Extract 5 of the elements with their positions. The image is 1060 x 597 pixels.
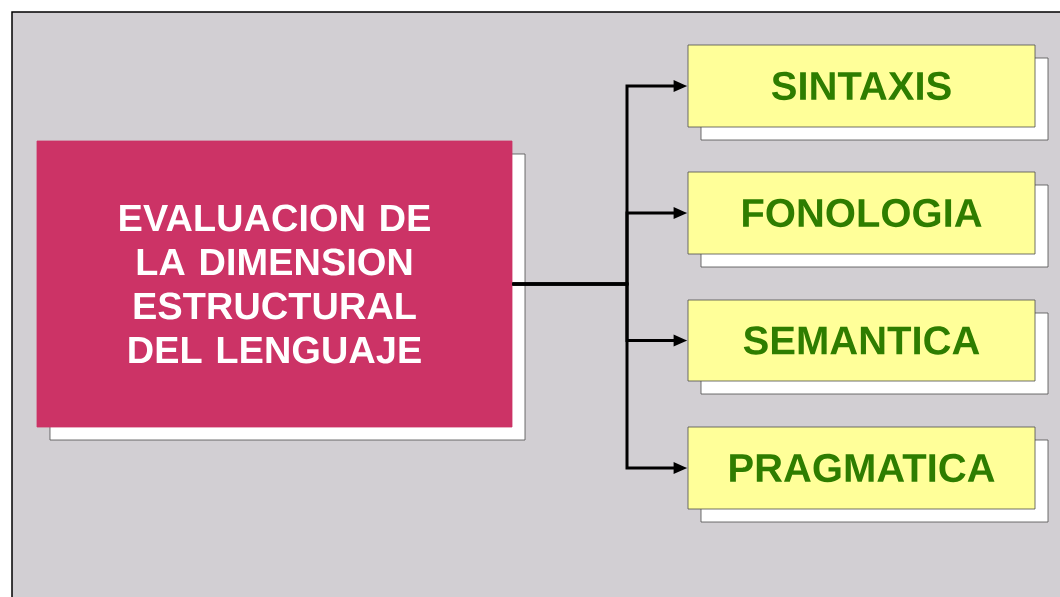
process-box: SINTAXIS <box>687 44 1049 141</box>
process-box: PRAGMATICA <box>687 426 1049 523</box>
process-box: FONOLOGIA <box>687 171 1049 268</box>
title-box: EVALUACION DE LA DIMENSION ESTRUCTURAL DEL LENGUAJE <box>36 140 526 441</box>
process-box: SEMANTICA <box>687 299 1049 395</box>
